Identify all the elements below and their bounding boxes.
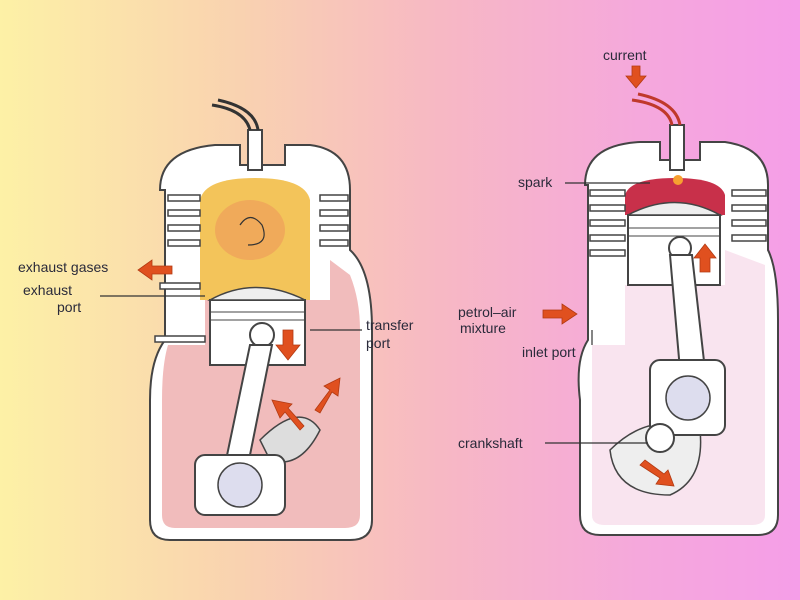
label-transfer-port-line2: port bbox=[366, 335, 390, 351]
left-gudgeon-pin bbox=[249, 322, 275, 348]
label-transfer-port-line1: transfer bbox=[366, 317, 414, 333]
left-engine bbox=[100, 98, 373, 541]
left-piston-crown bbox=[207, 286, 306, 301]
label-crankshaft: crankshaft bbox=[458, 435, 523, 451]
right-cooling-fins bbox=[589, 189, 767, 257]
right-engine bbox=[542, 65, 779, 536]
current-arrow bbox=[625, 65, 647, 89]
right-piston-up-arrow bbox=[693, 243, 717, 273]
left-spark-plug bbox=[247, 129, 263, 171]
mixture-arrow bbox=[542, 303, 578, 325]
left-ignition-wire bbox=[211, 98, 260, 131]
left-swirl-line bbox=[239, 216, 265, 246]
spark-icon bbox=[673, 175, 683, 185]
label-exhaust-port-line2: port bbox=[57, 299, 81, 315]
label-current: current bbox=[603, 47, 647, 63]
left-transfer-arrow-1 bbox=[314, 377, 341, 414]
label-inlet-port: inlet port bbox=[522, 344, 576, 360]
right-ignition-wire bbox=[631, 92, 682, 126]
left-transfer-arrow-2 bbox=[271, 399, 305, 431]
left-exhaust-arrow bbox=[137, 259, 173, 281]
left-piston-down-arrow bbox=[275, 329, 301, 361]
left-cooling-fins bbox=[154, 194, 349, 343]
crank-rotation-arrow bbox=[639, 459, 675, 487]
crankshaft-journal bbox=[645, 423, 675, 453]
left-swirl bbox=[215, 200, 285, 260]
label-spark: spark bbox=[518, 174, 553, 190]
label-petrol-air-line2: mixture bbox=[460, 320, 506, 336]
right-spark-plug bbox=[669, 124, 685, 171]
label-exhaust-gases: exhaust gases bbox=[18, 259, 108, 275]
label-petrol-air-line1: petrol–air bbox=[458, 304, 517, 320]
label-exhaust-port-line1: exhaust bbox=[23, 282, 72, 298]
